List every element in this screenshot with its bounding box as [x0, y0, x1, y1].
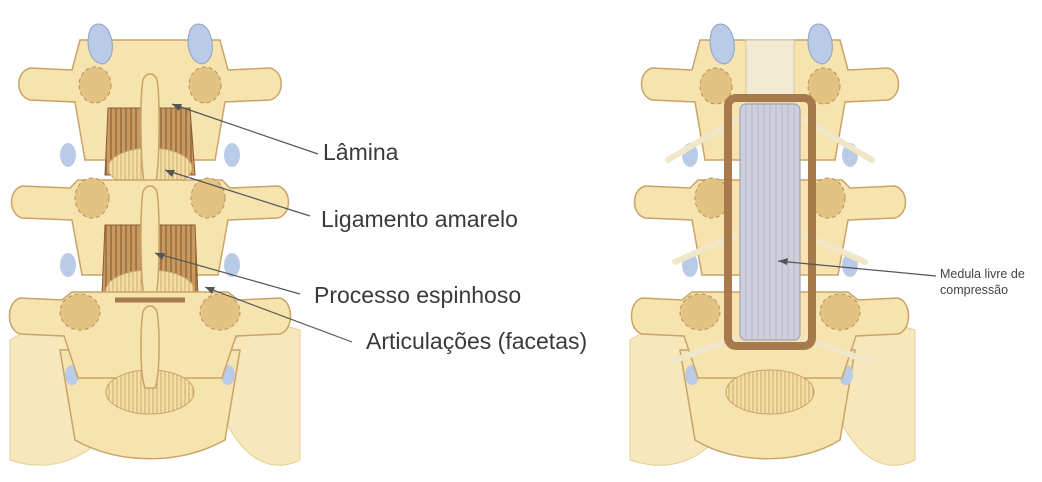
- label-ligamento-amarelo: Ligamento amarelo: [321, 206, 518, 232]
- leader-medula: [777, 260, 937, 277]
- left-spine: [8, 23, 301, 466]
- leader-articulacoes: [204, 286, 353, 343]
- leader-processo: [154, 252, 301, 295]
- label-medula-line1: Medula livre de: [940, 267, 1025, 281]
- leader-lines: [154, 103, 937, 343]
- right-spine: [629, 23, 916, 466]
- leader-lamina: [171, 103, 319, 155]
- label-medula-line2: compressão: [940, 283, 1009, 297]
- label-articulacoes: Articulações (facetas): [366, 328, 588, 354]
- leader-ligamento: [164, 169, 311, 217]
- label-processo-espinhoso: Processo espinhoso: [314, 282, 522, 308]
- right-canal-frame: [724, 94, 816, 350]
- label-lamina: Lâmina: [323, 139, 399, 165]
- label-medula: Medula livre de compressão: [940, 266, 1025, 298]
- spinal-cord: [739, 103, 801, 341]
